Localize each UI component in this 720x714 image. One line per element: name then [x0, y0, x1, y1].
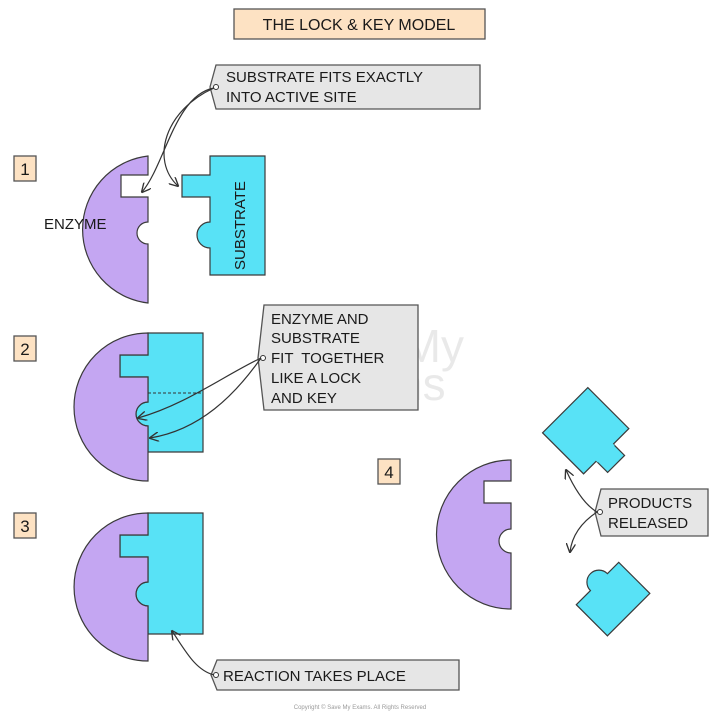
copyright-text: Copyright © Save My Exams. All Rights Re…	[294, 704, 426, 711]
arrow-to-product-1	[566, 470, 598, 513]
enzyme-2	[73, 332, 149, 482]
enzyme-4	[435, 459, 512, 610]
callout-together-line-5: AND KEY	[271, 390, 337, 407]
callout-together-line-3: FIT TOGETHER	[271, 350, 385, 367]
callout-together: ENZYME AND SUBSTRATE FIT TOGETHER LIKE A…	[138, 304, 419, 438]
product-2	[575, 561, 651, 637]
callout-together-line-4: LIKE A LOCK	[271, 370, 361, 387]
callout-together-line-1: ENZYME AND	[271, 311, 369, 328]
callout-reaction: REACTION TAKES PLACE	[172, 631, 460, 691]
step-number-3: 3	[20, 517, 29, 536]
step-3: 3	[13, 512, 204, 662]
callout-reaction-text: REACTION TAKES PLACE	[223, 668, 406, 685]
enzyme-3	[73, 512, 149, 662]
callout-fits: SUBSTRATE FITS EXACTLY INTO ACTIVE SITE	[142, 64, 481, 192]
arrow-to-active-site	[142, 87, 215, 192]
title-box: THE LOCK & KEY MODEL	[233, 8, 486, 40]
callout-products-line-1: PRODUCTS	[608, 495, 692, 512]
callout-together-line-2: SUBSTRATE	[271, 330, 360, 347]
arrow-to-fit-1	[138, 357, 262, 418]
callout-fits-line-2: INTO ACTIVE SITE	[226, 89, 357, 106]
step-number-2: 2	[20, 340, 29, 359]
step-2: 2	[13, 332, 204, 482]
callout-fits-line-1: SUBSTRATE FITS EXACTLY	[226, 69, 423, 86]
step-number-4: 4	[384, 463, 393, 482]
callout-products: PRODUCTS RELEASED	[566, 470, 709, 552]
page-title: THE LOCK & KEY MODEL	[263, 17, 456, 34]
substrate-1	[181, 155, 266, 276]
arrow-to-reaction	[172, 631, 215, 676]
step-number-1: 1	[20, 160, 29, 179]
callout-products-line-2: RELEASED	[608, 515, 688, 532]
arrow-to-product-2	[570, 511, 598, 552]
arrow-to-substrate	[163, 87, 215, 186]
substrate-label: SUBSTRATE	[232, 181, 249, 270]
step-4: 4	[377, 386, 651, 637]
enzyme-label: ENZYME	[44, 216, 107, 233]
enzyme-1	[82, 155, 149, 304]
product-1	[541, 386, 630, 475]
arrow-to-fit-2	[150, 357, 262, 438]
step-1: 1 ENZYME SUBSTRATE	[13, 155, 266, 304]
